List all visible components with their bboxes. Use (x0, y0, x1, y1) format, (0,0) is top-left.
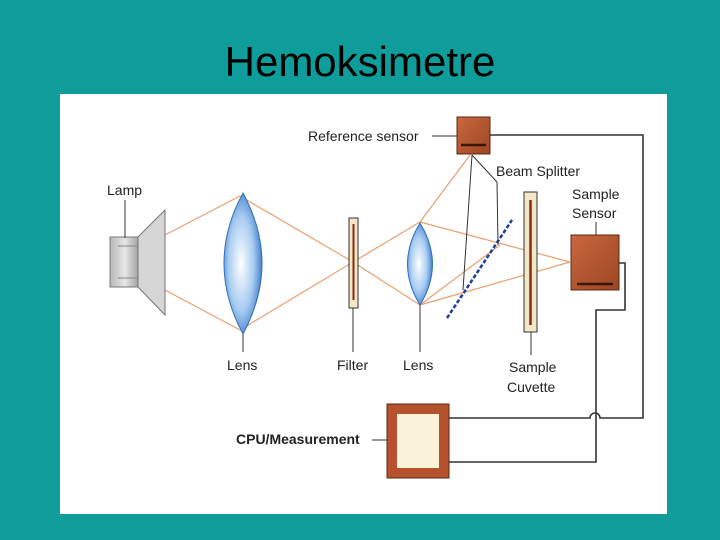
beam-splitter-leader-lines (462, 154, 499, 291)
reference-sensor-label: Reference sensor (308, 128, 419, 144)
sample-cuvette-label-2: Cuvette (507, 379, 555, 395)
sample-cuvette-icon (523, 191, 538, 333)
lens-2-icon (407, 222, 433, 306)
cpu-measurement-label: CPU/Measurement (236, 431, 360, 447)
hemoximeter-diagram: Lamp Lens Filter Lens Beam Splitter (107, 116, 644, 479)
filter-icon (348, 217, 359, 309)
lamp-label: Lamp (107, 182, 142, 198)
wiring (449, 134, 644, 463)
lens-1-label: Lens (227, 357, 257, 373)
beam-splitter-icon (445, 219, 514, 319)
lamp-icon (109, 208, 166, 317)
sample-sensor-label-2: Sensor (572, 205, 617, 221)
diagram-panel: Lamp Lens Filter Lens Beam Splitter (60, 94, 667, 514)
page-title: Hemoksimetre (224, 38, 496, 85)
filter-label: Filter (337, 357, 368, 373)
light-beams (164, 154, 571, 331)
beam-splitter-label: Beam Splitter (496, 163, 580, 179)
sample-sensor-icon (570, 234, 620, 291)
cpu-measurement-icon (386, 403, 450, 479)
lens-1-icon (223, 191, 263, 336)
sample-cuvette-label-1: Sample (509, 359, 557, 375)
lens-2-label: Lens (403, 357, 433, 373)
reference-sensor-icon (456, 116, 491, 155)
sample-sensor-label-1: Sample (572, 186, 620, 202)
